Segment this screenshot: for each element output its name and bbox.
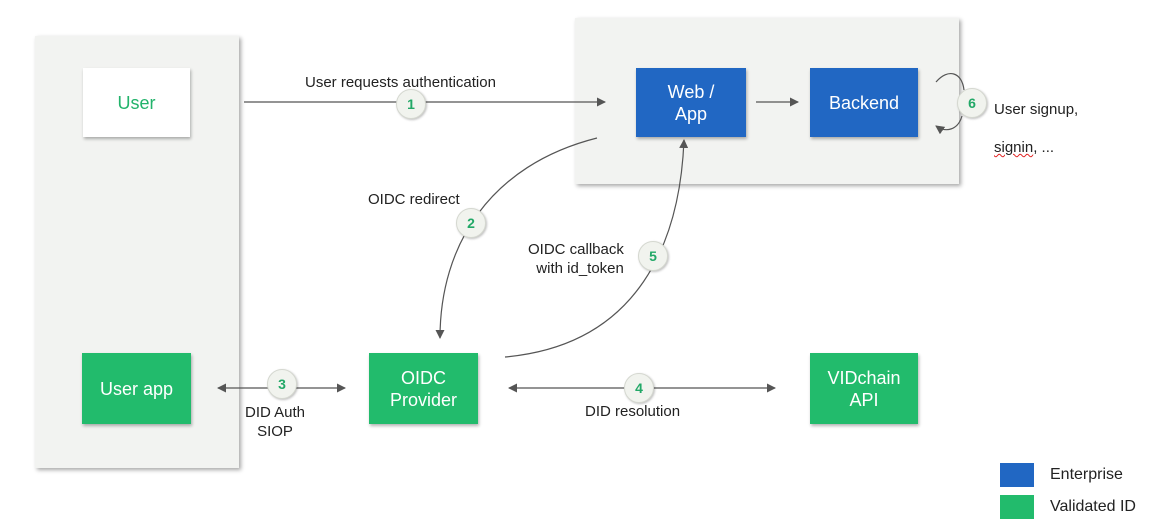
step-6-label-line1: User signup, xyxy=(994,101,1079,118)
legend-validated-id-swatch xyxy=(1000,495,1034,519)
step-2-label: OIDC redirect xyxy=(368,191,460,208)
node-oidc-provider: OIDC Provider xyxy=(369,353,478,424)
step-2-badge: 2 xyxy=(456,208,486,238)
node-backend: Backend xyxy=(810,68,918,137)
node-user-app: User app xyxy=(82,353,191,424)
legend-enterprise-label: Enterprise xyxy=(1050,466,1123,483)
step-1-label: User requests authentication xyxy=(305,74,496,91)
arrow-step-5 xyxy=(504,139,689,358)
step-1-badge: 1 xyxy=(396,89,426,119)
step-3-badge: 3 xyxy=(267,369,297,399)
step-5-badge: 5 xyxy=(638,241,668,271)
node-web-app: Web / App xyxy=(636,68,746,137)
step-5-label: OIDC callback with id_token xyxy=(528,241,624,277)
node-user: User xyxy=(83,68,190,137)
step-4-label: DID resolution xyxy=(585,403,681,420)
step-6-label: User signup, signin, ... xyxy=(994,81,1078,157)
step-6-label-rest: , ... xyxy=(1033,139,1055,156)
step-6-label-signin: signin xyxy=(994,139,1034,156)
node-vidchain-api: VIDchain API xyxy=(810,353,918,424)
legend-enterprise-swatch xyxy=(1000,463,1034,487)
step-3-label: DID Auth SIOP xyxy=(245,404,306,440)
step-6-badge: 6 xyxy=(957,88,987,118)
legend-validated-id-label: Validated ID xyxy=(1050,498,1136,515)
arrow-step-6 xyxy=(936,73,965,130)
arrow-step-2 xyxy=(435,137,598,339)
step-4-badge: 4 xyxy=(624,373,654,403)
